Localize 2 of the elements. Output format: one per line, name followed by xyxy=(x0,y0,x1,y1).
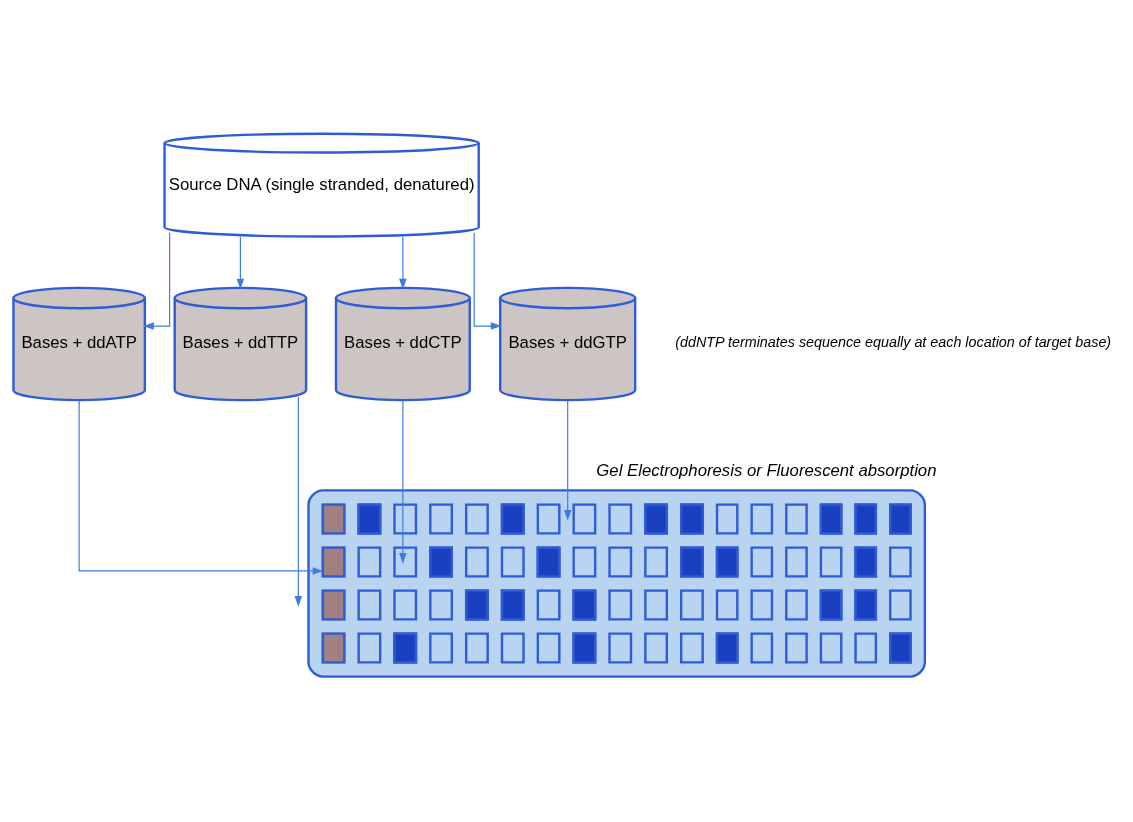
label: (ddNTP terminates sequence equally at each location of target base) xyxy=(675,333,1112,350)
node-label: Gel Electrophoresis or Fluorescent absorption xyxy=(596,460,937,480)
